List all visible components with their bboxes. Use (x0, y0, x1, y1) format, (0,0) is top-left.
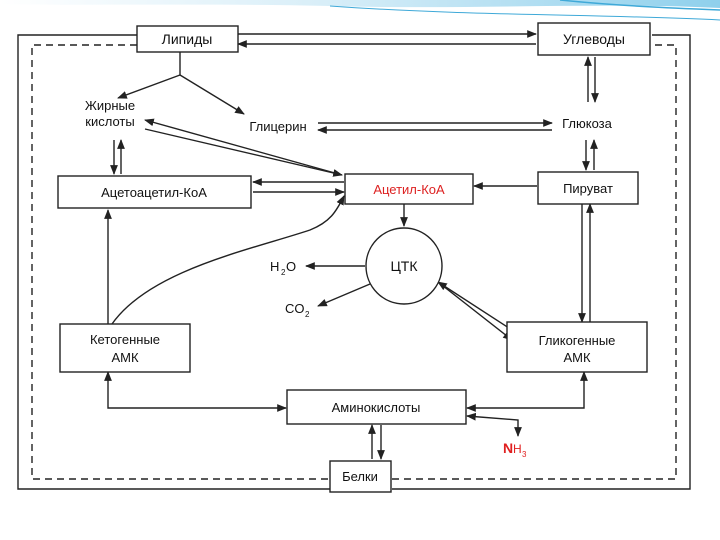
svg-text:кислоты: кислоты (85, 114, 134, 129)
svg-text:Жирные: Жирные (85, 98, 135, 113)
svg-text:3: 3 (522, 450, 527, 459)
node-co2: CO 2 (285, 301, 310, 319)
svg-text:Глюкоза: Глюкоза (562, 116, 613, 131)
metabolism-diagram: Липиды Углеводы Жирные кислоты Глицерин … (12, 14, 712, 501)
svg-text:Ацетоацетил-КоА: Ацетоацетил-КоА (101, 185, 207, 200)
node-glucose: Глюкоза (562, 116, 613, 131)
svg-text:Белки: Белки (342, 469, 378, 484)
arrow-tca-to-co2 (317, 283, 371, 307)
svg-text:H: H (513, 442, 522, 456)
svg-text:O: O (286, 259, 296, 274)
arrow-acetyl-to-fatty-acids (144, 118, 343, 176)
svg-text:CO: CO (285, 301, 305, 316)
diagram-canvas: Липиды Углеводы Жирные кислоты Глицерин … (17, 22, 691, 493)
line-amino-ammonia (466, 412, 522, 437)
node-water: H 2 O (270, 259, 296, 277)
line-amino-ketogenic (104, 371, 287, 412)
node-amino-acids: Аминокислоты (286, 389, 467, 425)
outer-frame-line (17, 34, 330, 490)
arrow-to-glycerol (179, 74, 245, 115)
node-proteins: Белки (329, 460, 392, 493)
svg-text:АМК: АМК (563, 350, 591, 365)
svg-text:Ацетил-КоА: Ацетил-КоА (373, 182, 445, 197)
dashed-frame-line (31, 44, 330, 480)
line-amino-glycogenic (466, 371, 588, 412)
node-glycerol: Глицерин (249, 119, 306, 134)
svg-text:Пируват: Пируват (563, 181, 613, 196)
svg-text:Аминокислоты: Аминокислоты (332, 400, 421, 415)
node-acetyl-coa: Ацетил-КоА (344, 173, 474, 205)
svg-text:ЦТК: ЦТК (390, 258, 418, 274)
arrow-to-fatty-acids (117, 74, 181, 99)
svg-text:АМК: АМК (111, 350, 139, 365)
outer-frame-line-right (392, 34, 691, 490)
node-ammonia: N H 3 (503, 440, 527, 459)
arrow-fatty-acids-to-acetyl (144, 128, 343, 177)
svg-text:Углеводы: Углеводы (563, 31, 625, 47)
node-carbohydrates: Углеводы (537, 22, 651, 56)
node-lipids: Липиды (136, 25, 239, 53)
svg-text:N: N (503, 440, 513, 456)
svg-text:2: 2 (305, 310, 310, 319)
node-pyruvate: Пируват (537, 171, 639, 205)
svg-text:H: H (270, 259, 279, 274)
slide-header-decoration (0, 0, 720, 21)
node-glycogenic-amino-acids: Гликогенные АМК (506, 321, 648, 373)
arrow-tca-to-glycogenic (437, 281, 513, 341)
node-acetoacetyl-coa: Ацетоацетил-КоА (57, 175, 252, 209)
svg-text:Липиды: Липиды (162, 31, 213, 47)
svg-text:Глицерин: Глицерин (249, 119, 306, 134)
arrow-glycogenic-to-tca (437, 281, 513, 331)
node-tca-cycle: ЦТК (365, 227, 443, 305)
svg-text:2: 2 (281, 268, 286, 277)
svg-text:Гликогенные: Гликогенные (539, 333, 616, 348)
arrow-ketogenic-to-acetyl (111, 195, 345, 325)
node-ketogenic-amino-acids: Кетогенные АМК (59, 323, 191, 373)
svg-text:Кетогенные: Кетогенные (90, 332, 160, 347)
node-fatty-acids: Жирные кислоты (85, 98, 135, 129)
